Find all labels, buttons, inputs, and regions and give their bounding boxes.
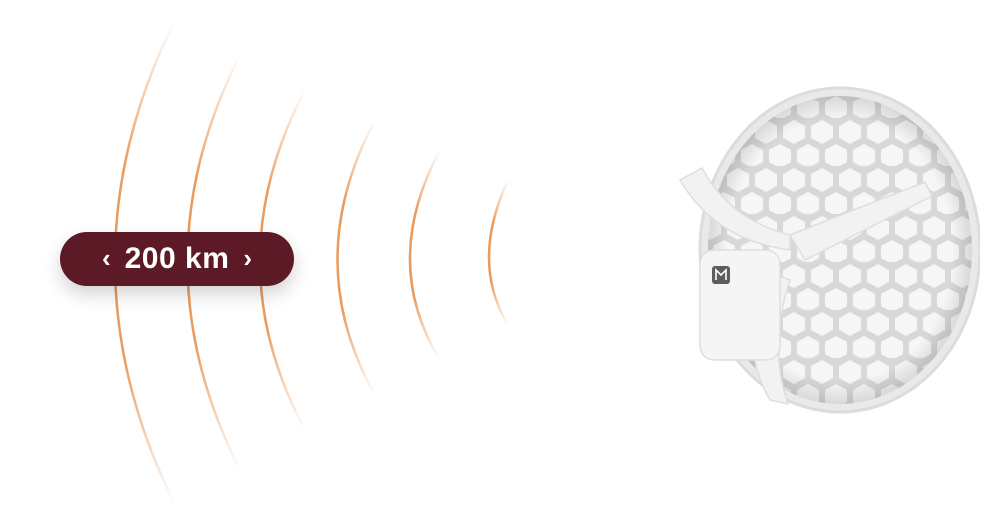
mikrotik-logo-icon xyxy=(712,266,730,284)
chevron-left-icon: ‹ xyxy=(101,243,111,273)
signal-wave-5 xyxy=(408,149,442,361)
signal-wave-4 xyxy=(336,119,377,396)
feed-housing xyxy=(699,249,781,361)
feed-arm-right xyxy=(788,181,934,261)
feed-arm-left xyxy=(678,166,791,251)
chevron-right-icon: › xyxy=(243,243,253,273)
distance-value: 200 km xyxy=(124,242,230,275)
signal-wave-6 xyxy=(487,179,510,326)
antenna-dish xyxy=(678,86,980,414)
distance-badge: ‹ 200 km › xyxy=(60,232,294,286)
